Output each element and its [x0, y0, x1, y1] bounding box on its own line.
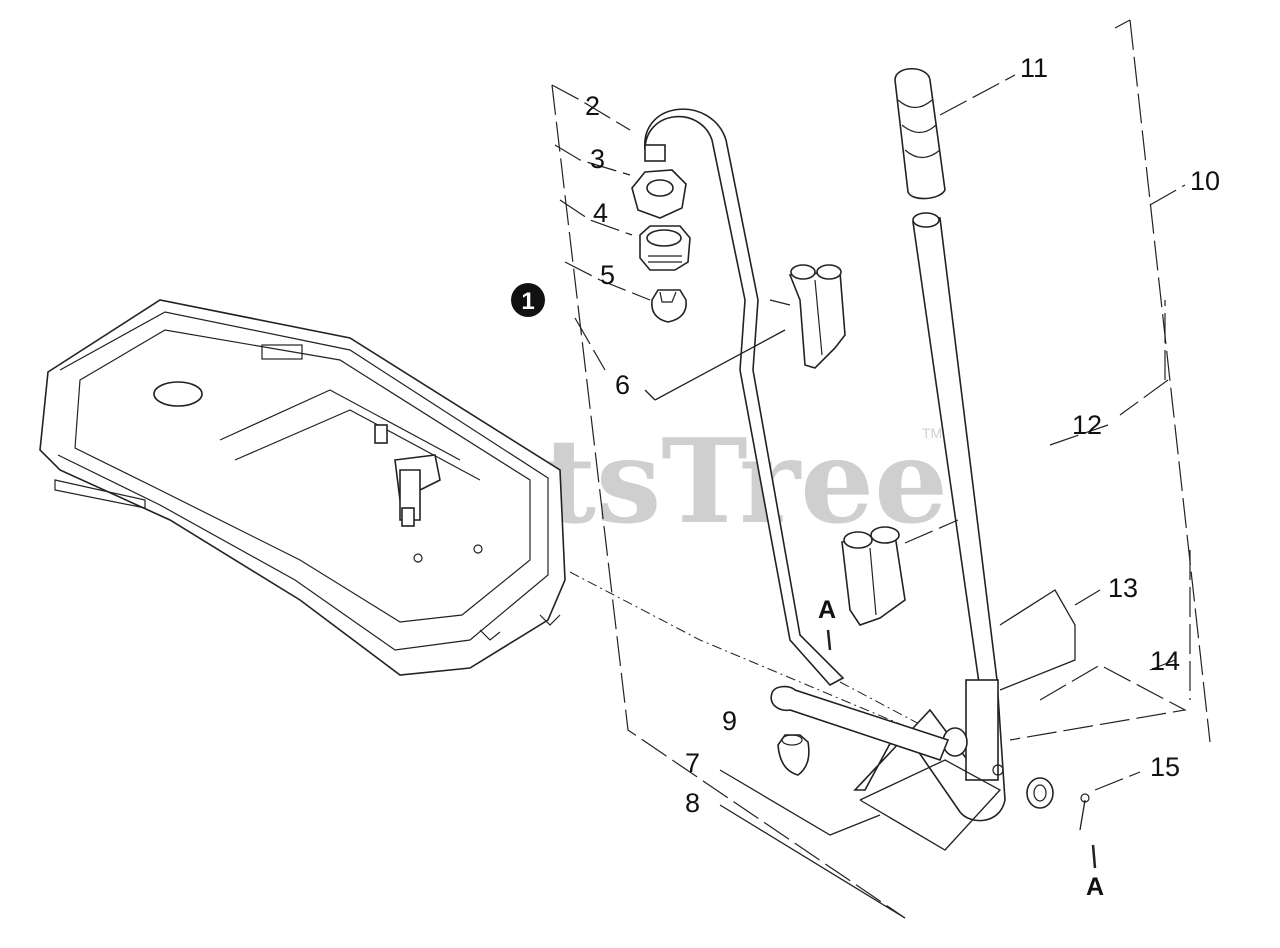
label-part-5: 5: [600, 260, 615, 290]
label-part-15: 15: [1150, 752, 1180, 782]
part-11-grip: [894, 67, 946, 200]
label-part-11: 11: [1020, 53, 1048, 83]
label-part-12: 12: [1072, 410, 1102, 440]
callout-badge-1: 1: [511, 283, 545, 317]
part-5-cap: [651, 289, 687, 323]
tray-housing: [39, 299, 566, 676]
part-labels: 2 3 4 5 6 7 8 9 10 11 12 13 14 15 A A: [585, 53, 1220, 901]
label-part-2: 2: [585, 91, 600, 121]
part-15-pin: [1079, 793, 1090, 831]
centerline-tray: [569, 571, 951, 746]
label-connection-a-bottom: A: [1086, 873, 1104, 901]
label-connection-a-top: A: [818, 596, 836, 624]
label-part-10: 10: [1190, 166, 1220, 196]
part-2-bent-pipe: [644, 108, 845, 687]
label-part-14: 14: [1150, 646, 1180, 676]
connection-arrow-bottom: [1091, 844, 1097, 869]
part-10-handle-tube: [853, 212, 1006, 822]
label-part-3: 3: [590, 144, 605, 174]
label-part-7: 7: [685, 748, 700, 778]
part-7-axle: [770, 685, 950, 761]
part-3-nut: [631, 169, 687, 219]
part-6-clip: [788, 264, 846, 369]
part-4-fitting: [639, 225, 691, 271]
watermark-tm: TM: [922, 425, 942, 441]
label-part-13: 13: [1108, 573, 1138, 603]
leader-lines: [551, 74, 1191, 919]
part-15-washer: [1026, 777, 1054, 809]
assembly-frame: [551, 19, 1211, 919]
label-part-6: 6: [615, 370, 630, 400]
callout-badge-label: 1: [521, 288, 534, 315]
label-part-8: 8: [685, 788, 700, 818]
label-part-4: 4: [593, 198, 608, 228]
part-9-clip: [777, 734, 810, 776]
label-part-9: 9: [722, 706, 737, 736]
part-12-clip: [841, 526, 906, 626]
connection-arrow-top: [826, 629, 832, 651]
